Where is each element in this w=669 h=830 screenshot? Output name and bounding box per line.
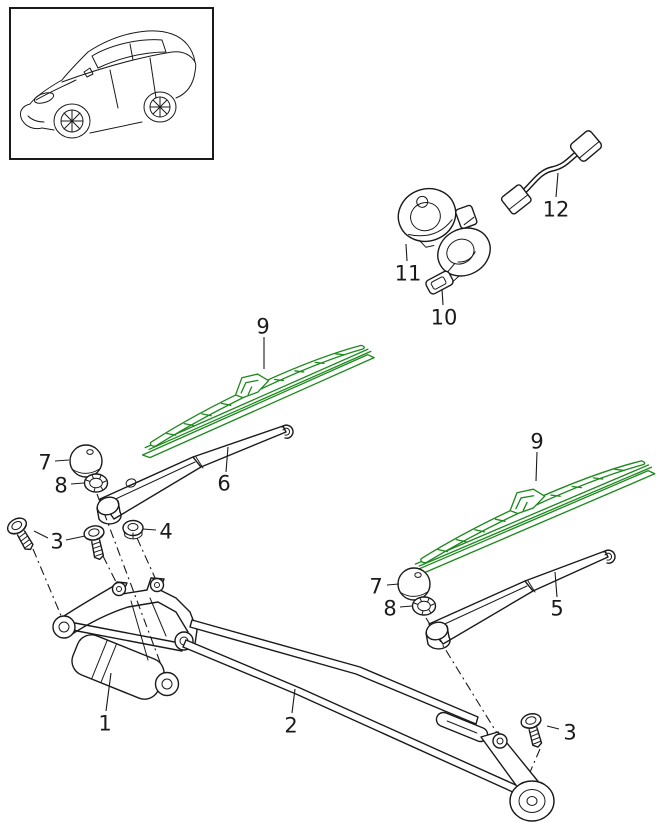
part-wiper-arm-right	[425, 549, 616, 650]
part-cover-cap	[397, 187, 457, 248]
car-illustration	[19, 30, 197, 139]
callout-8-right[interactable]: 8	[383, 596, 396, 620]
part-wiper-motor-assembly	[52, 577, 198, 700]
part-nut-right	[411, 596, 437, 616]
callout-6[interactable]: 6	[217, 471, 230, 495]
part-wiring-harness	[500, 130, 603, 215]
vehicle-thumbnail	[9, 7, 214, 160]
right-pivot-bearing	[480, 731, 555, 822]
callouts: 1 2 3 3 4 5 6 7 7 8 8 9 9 10 11 12	[38, 197, 576, 744]
part-washer-nozzle	[425, 204, 491, 295]
vehicle-thumbnail-border	[9, 7, 214, 160]
part-cap-left	[69, 444, 103, 478]
callout-10[interactable]: 10	[431, 305, 458, 329]
callout-8-left[interactable]: 8	[54, 473, 67, 497]
callout-3-left[interactable]: 3	[50, 529, 63, 553]
callout-11[interactable]: 11	[395, 261, 422, 285]
part-hex-nut	[122, 519, 144, 540]
callout-9-right[interactable]: 9	[530, 429, 543, 453]
part-wiper-arm-left	[96, 424, 294, 525]
callout-3-bottom-right[interactable]: 3	[563, 720, 576, 744]
callout-4[interactable]: 4	[159, 519, 172, 543]
part-screw-left-a	[4, 514, 40, 556]
callout-7-right[interactable]: 7	[369, 574, 382, 598]
part-wiper-linkage	[182, 619, 519, 794]
callout-12[interactable]: 12	[543, 197, 570, 221]
callout-9-top[interactable]: 9	[256, 314, 269, 338]
part-screw-bottom-right	[518, 710, 549, 751]
part-cap-right	[397, 567, 431, 601]
part-screw-left-b	[82, 523, 111, 563]
callout-7-left[interactable]: 7	[38, 450, 51, 474]
part-wiper-blade-right	[398, 446, 662, 578]
callout-5[interactable]: 5	[550, 596, 563, 620]
callout-1[interactable]: 1	[98, 711, 111, 735]
callout-2[interactable]: 2	[284, 713, 297, 737]
part-nut-left	[83, 473, 109, 493]
leader-lines	[33, 172, 560, 730]
